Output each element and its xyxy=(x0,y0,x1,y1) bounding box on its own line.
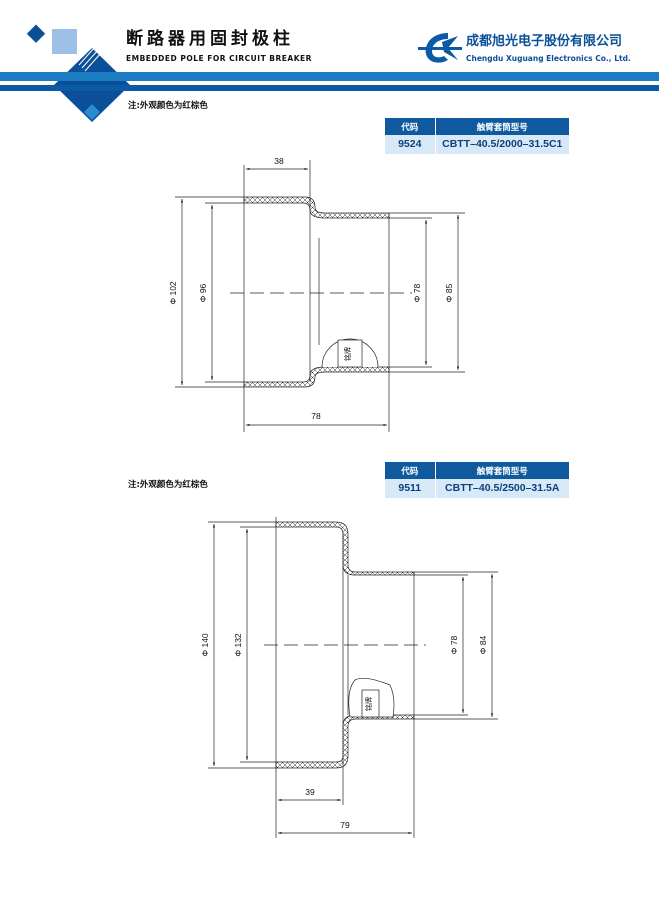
dim-outer: Φ 140 xyxy=(200,633,210,657)
drawing-9524 xyxy=(175,160,465,432)
col-model: 触臂套筒型号 xyxy=(435,118,570,135)
dim-inner: Φ 96 xyxy=(198,283,208,302)
dim-length: 79 xyxy=(340,820,350,830)
dim-step: 39 xyxy=(305,787,315,797)
col-model: 触臂套筒型号 xyxy=(435,462,570,479)
header-band xyxy=(0,72,659,81)
page-title: 断路器用固封极柱 xyxy=(126,29,294,49)
company-logo-icon xyxy=(418,33,462,63)
col-code: 代码 xyxy=(385,462,436,479)
dim-small-inner: Φ 78 xyxy=(449,635,459,654)
color-note: 注:外观颜色为红棕色 xyxy=(128,101,208,111)
dim-length: 78 xyxy=(311,411,321,421)
col-code: 代码 xyxy=(385,118,436,135)
code-cell: 9524 xyxy=(385,135,436,154)
company-name: 成都旭光电子股份有限公司 xyxy=(466,34,623,49)
model-cell: CBTT–40.5/2500–31.5A xyxy=(435,479,570,498)
model-cell: CBTT–40.5/2000–31.5C1 xyxy=(435,135,570,154)
dim-small-outer: Φ 85 xyxy=(444,283,454,302)
dim-outer: Φ 102 xyxy=(168,281,178,305)
page-subtitle: EMBEDDED POLE FOR CIRCUIT BREAKER xyxy=(126,54,312,63)
dim-small-outer: Φ 84 xyxy=(478,635,488,654)
nameplate-label: 铭牌 xyxy=(343,347,352,361)
code-cell: 9511 xyxy=(385,479,436,498)
nameplate-label: 铭牌 xyxy=(364,697,373,711)
color-note: 注:外观颜色为红棕色 xyxy=(128,480,208,490)
dim-small-inner: Φ 78 xyxy=(412,283,422,302)
drawing-9511 xyxy=(208,517,498,838)
company-name-en: Chengdu Xuguang Electronics Co., Ltd. xyxy=(466,54,631,63)
dim-inner: Φ 132 xyxy=(233,633,243,657)
dim-step: 38 xyxy=(274,156,284,166)
header-band-dark xyxy=(0,85,659,91)
